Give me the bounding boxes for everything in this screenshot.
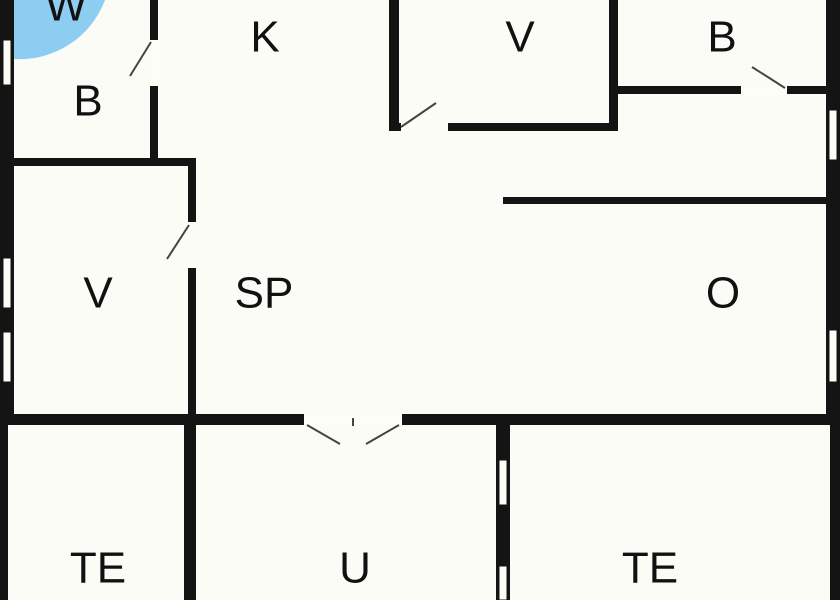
wall-closet-top-left <box>389 0 399 131</box>
door-opening-bath <box>149 40 159 86</box>
window-middle-1 <box>498 459 508 506</box>
wall-office-divider <box>503 197 829 204</box>
room-label-te-right: TE <box>622 544 678 593</box>
window-left-1 <box>2 39 12 86</box>
room-labels: B K V B V SP O TE U TE <box>70 13 740 593</box>
door-swing-entrance-right <box>365 424 400 445</box>
room-label-b-top-left: B <box>73 77 102 126</box>
wall-main-horizontal <box>0 414 840 425</box>
window-right-2 <box>828 329 838 383</box>
room-label-sp: SP <box>235 269 294 318</box>
window-left-3 <box>2 331 12 383</box>
wall-closet-top-bottom <box>389 123 616 131</box>
washer-fixture-label: W <box>45 0 87 31</box>
window-right-1 <box>828 109 838 161</box>
door-opening-closet-top <box>401 122 448 132</box>
wall-te-u <box>184 414 196 600</box>
door-swing-closet-left <box>166 224 190 260</box>
door-swings <box>129 41 786 445</box>
room-label-u: U <box>339 544 371 593</box>
door-swing-bath-right <box>751 66 786 89</box>
door-swing-bath <box>129 41 152 77</box>
room-label-b-top-right: B <box>707 13 736 62</box>
room-label-te-left: TE <box>70 544 126 593</box>
room-label-v-top: V <box>505 13 535 62</box>
wall-bath-bottom <box>8 158 196 166</box>
wall-outer-left-upper <box>0 0 14 422</box>
door-opening-closet-left <box>187 222 197 268</box>
door-swing-entrance-left <box>306 424 341 445</box>
wall-outer-right <box>826 0 840 422</box>
wall-closet-left-right <box>188 158 196 422</box>
window-middle-2 <box>498 565 508 600</box>
door-swing-closet-top <box>400 102 437 128</box>
wall-closet-top-right <box>609 0 618 131</box>
room-label-o: O <box>706 269 740 318</box>
washer-fixture-icon <box>14 0 105 60</box>
window-left-2 <box>2 257 12 309</box>
door-opening-bath-right <box>741 85 787 95</box>
windows <box>2 39 838 600</box>
wall-outer-right-lower <box>830 422 840 600</box>
wall-bath-right-bottom <box>609 86 829 94</box>
room-label-k: K <box>250 13 279 62</box>
wall-outer-left-lower <box>0 418 8 600</box>
room-label-v-left: V <box>83 269 113 318</box>
